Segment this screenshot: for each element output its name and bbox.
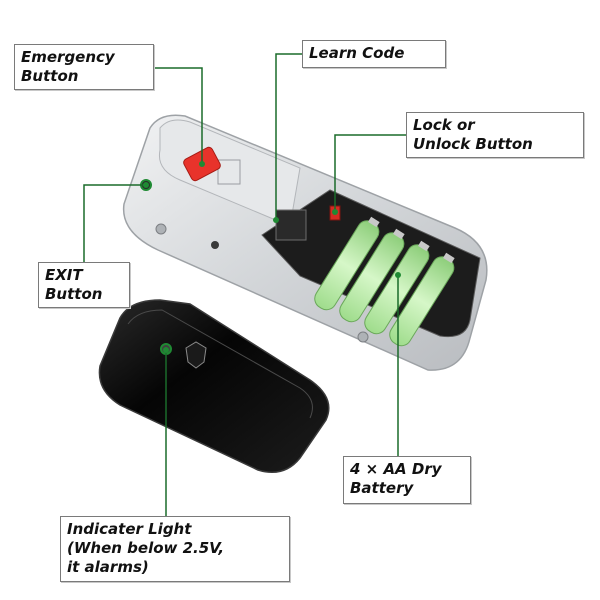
leader-lines xyxy=(83,53,406,516)
emergency-button-label: Emergency Button xyxy=(14,44,154,90)
learn-code-label: Learn Code xyxy=(302,40,446,68)
callout-dots xyxy=(143,161,401,353)
logo-emblem xyxy=(185,341,207,369)
learn-code-switch xyxy=(275,209,307,241)
lock-unlock-button-label: Lock or Unlock Button xyxy=(406,112,584,158)
battery-label: 4 × AA Dry Battery xyxy=(343,456,471,504)
indicator-light-label: Indicater Light (When below 2.5V, it ala… xyxy=(60,516,290,582)
battery-cover xyxy=(98,299,330,473)
batteries xyxy=(314,216,455,347)
exit-button-label: EXIT Button xyxy=(38,262,130,308)
